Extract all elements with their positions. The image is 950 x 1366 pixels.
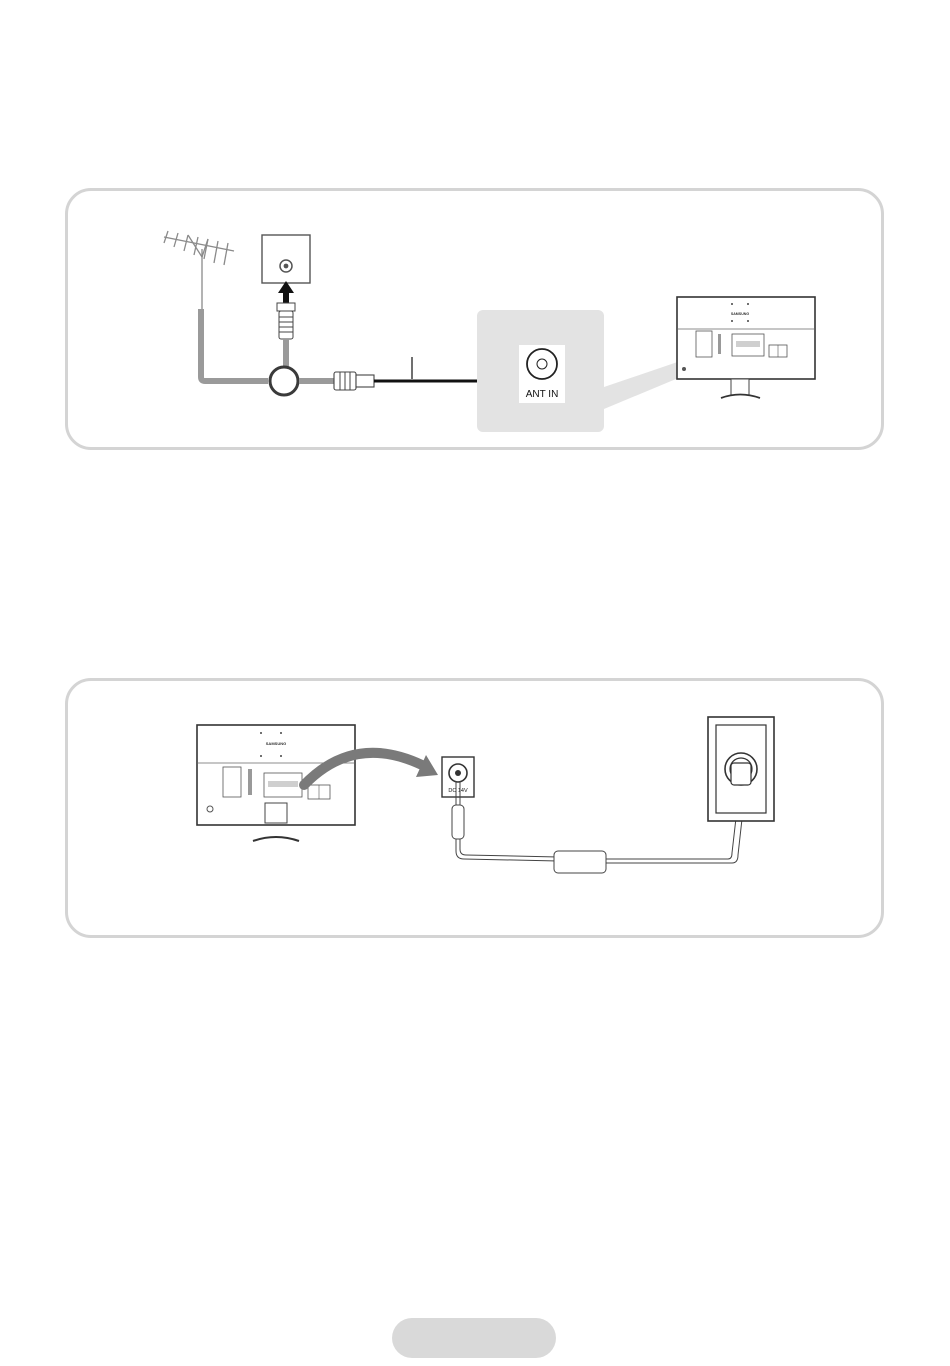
wall-antenna-outlet	[262, 235, 310, 283]
cable-splitter-ring	[270, 367, 298, 395]
ferrite-core	[452, 805, 464, 839]
tv-brand-label: SAMSUNG	[266, 741, 286, 746]
antenna-cable	[201, 309, 268, 381]
antenna-connection-panel: ANT IN SAMSUNG	[65, 188, 884, 450]
dc-jack-label: DC 14V	[448, 788, 468, 794]
coax-plug-icon	[277, 303, 295, 339]
insert-up-arrow-icon	[278, 281, 294, 305]
tv-brand-label: SAMSUNG	[731, 312, 750, 316]
power-connection-panel: SAMSUNG DC 14V	[65, 678, 884, 938]
f-connector-icon	[334, 372, 374, 390]
page-number-tab	[392, 1318, 556, 1358]
power-connection-diagram: SAMSUNG DC 14V	[68, 681, 881, 935]
antenna-icon	[164, 231, 234, 311]
wall-power-outlet	[708, 717, 774, 821]
antenna-connection-diagram: ANT IN SAMSUNG	[68, 191, 881, 447]
power-adapter	[554, 851, 606, 873]
ant-in-label: ANT IN	[526, 389, 559, 400]
